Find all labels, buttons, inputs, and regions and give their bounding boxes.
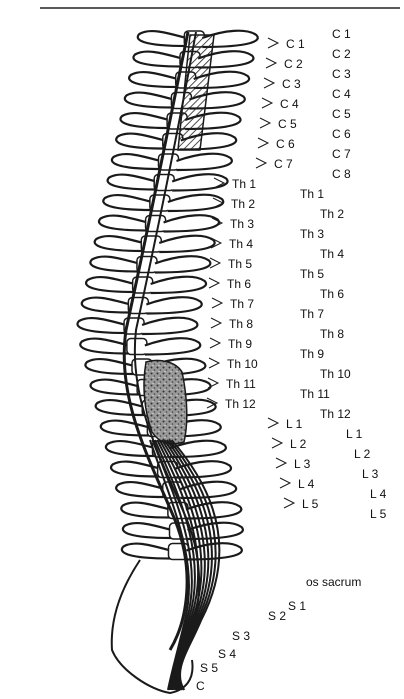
vertebra-label-c2: C 2 (284, 57, 303, 71)
nerve-label-th5: Th 5 (300, 267, 324, 281)
nerve-label-th9: Th 9 (300, 347, 324, 361)
label-os-sacrum: os sacrum (306, 575, 361, 589)
nerve-label-l1: L 1 (346, 427, 363, 441)
nerve-label-th1: Th 1 (300, 187, 324, 201)
vertebra-label-th3: Th 3 (230, 217, 254, 231)
vertebra-label-th4: Th 4 (229, 237, 253, 251)
vertebra-label-th8: Th 8 (229, 317, 253, 331)
vertebra-label-th10: Th 10 (227, 357, 258, 371)
nerve-label-th10: Th 10 (320, 367, 351, 381)
nerve-label-s3: S 3 (232, 629, 250, 643)
vertebra-label-c3: C 3 (282, 77, 301, 91)
nerve-label-c1: C 1 (332, 27, 351, 41)
vertebra-label-c5: C 5 (278, 117, 297, 131)
vertebra-label-th7: Th 7 (230, 297, 254, 311)
vertebra-label-l4: L 4 (298, 477, 315, 491)
nerve-label-c8: C 8 (332, 167, 351, 181)
vertebra-label-l5: L 5 (302, 497, 319, 511)
vertebra-label-th11: Th 11 (226, 377, 256, 391)
vertebra-label-th2: Th 2 (231, 197, 255, 211)
nerve-label-l3: L 3 (362, 467, 379, 481)
nerve-label-s2: S 2 (268, 609, 286, 623)
nerve-label-th11: Th 11 (300, 387, 330, 401)
nerve-label-c7: C 7 (332, 147, 351, 161)
nerve-label-th12: Th 12 (320, 407, 351, 421)
nerve-label-th6: Th 6 (320, 287, 344, 301)
vertebra-label-th1: Th 1 (232, 177, 256, 191)
nerve-label-coccygeal: C (196, 679, 205, 693)
nerve-label-s5: S 5 (200, 661, 218, 675)
nerve-label-c4: C 4 (332, 87, 351, 101)
nerve-label-l5: L 5 (370, 507, 387, 521)
nerve-label-th8: Th 8 (320, 327, 344, 341)
nerve-label-th3: Th 3 (300, 227, 324, 241)
nerve-label-th2: Th 2 (320, 207, 344, 221)
vertebra-label-l1: L 1 (286, 417, 303, 431)
vertebra-label-c1: C 1 (286, 37, 305, 51)
nerve-label-c3: C 3 (332, 67, 351, 81)
nerve-label-s4: S 4 (218, 647, 236, 661)
vertebra-label-c7: C 7 (274, 157, 293, 171)
vertebra-label-l3: L 3 (294, 457, 311, 471)
nerve-label-c5: C 5 (332, 107, 351, 121)
vertebra-label-th12: Th 12 (225, 397, 256, 411)
vertebra-label-th5: Th 5 (228, 257, 252, 271)
vertebra-label-th6: Th 6 (227, 277, 251, 291)
vertebra-label-l2: L 2 (290, 437, 307, 451)
vertebra-label-c6: C 6 (276, 137, 295, 151)
vertebra-label-th9: Th 9 (228, 337, 252, 351)
nerve-label-th4: Th 4 (320, 247, 344, 261)
vertebral-body-16 (127, 339, 147, 355)
nerve-label-c2: C 2 (332, 47, 351, 61)
nerve-label-l2: L 2 (354, 447, 371, 461)
nerve-label-s1: S 1 (288, 599, 306, 613)
vertebra-label-c4: C 4 (280, 97, 299, 111)
nerve-label-c6: C 6 (332, 127, 351, 141)
nerve-label-l4: L 4 (370, 487, 387, 501)
nerve-label-th7: Th 7 (300, 307, 324, 321)
